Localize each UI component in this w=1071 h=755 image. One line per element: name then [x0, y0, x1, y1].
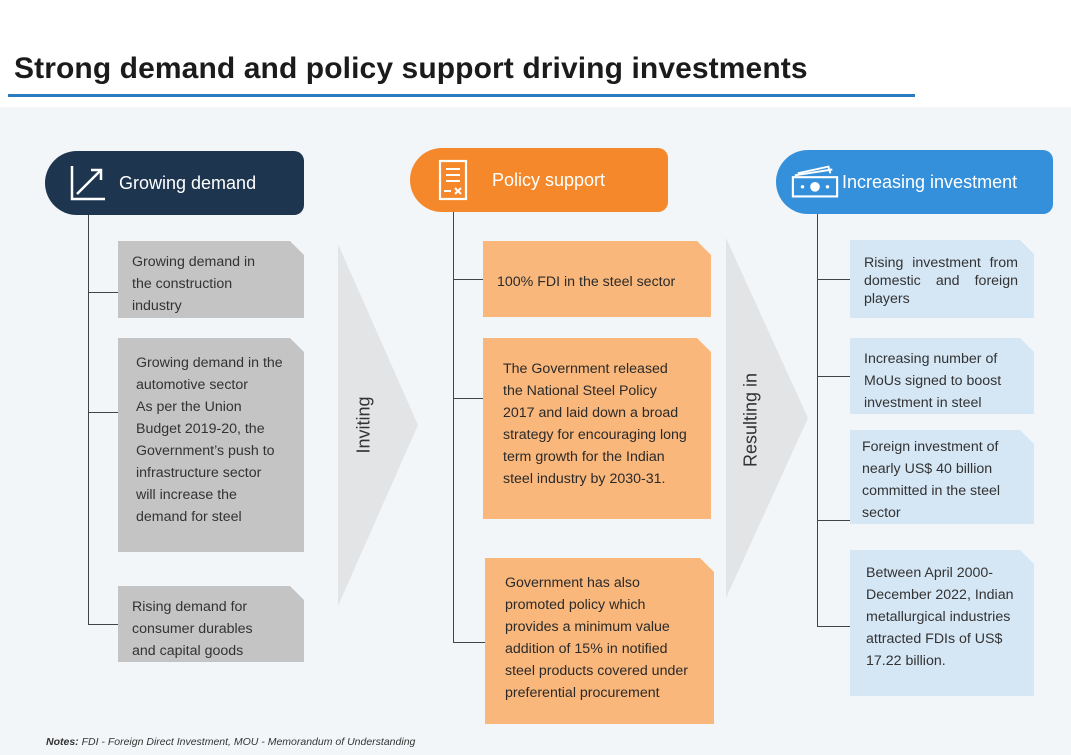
title-band	[0, 0, 915, 96]
connector-resulting-in-label: Resulting in	[740, 372, 761, 468]
demand-item-text: Growing demand in the automotive sector	[136, 355, 283, 393]
investment-item-rising: Rising investment from domestic and fore…	[850, 240, 1034, 318]
column2-branch	[453, 279, 483, 280]
policy-item-fdi: 100% FDI in the steel sector	[483, 241, 711, 317]
investment-item-fdi-17-22: Between April 2000-December 2022, Indian…	[850, 550, 1034, 696]
column2-spine	[453, 212, 454, 642]
footnote: Notes: FDI - Foreign Direct Investment, …	[46, 736, 415, 748]
title-underline	[8, 94, 915, 97]
column1-spine	[88, 214, 89, 624]
column3-spine	[817, 214, 818, 626]
column2-branch	[453, 398, 483, 399]
column3-branch	[817, 376, 850, 377]
header-label: Increasing investment	[842, 171, 1018, 192]
demand-item-consumer-durables: Rising demand for consumer durables and …	[118, 586, 304, 662]
header-label: Growing demand	[119, 172, 257, 193]
trend-up-icon	[63, 164, 113, 202]
footnote-text: FDI - Foreign Direct Investment, MOU - M…	[81, 736, 416, 748]
investment-item-text: Rising investment from domestic and fore…	[864, 255, 1018, 307]
connector-inviting-label: Inviting	[353, 396, 374, 454]
footnote-label: Notes:	[46, 736, 79, 748]
investment-item-mous: Increasing number of MoUs signed to boos…	[850, 338, 1034, 414]
investment-item-us40-billion: Foreign investment of nearly US$ 40 bill…	[850, 430, 1034, 524]
demand-item-automotive: Growing demand in the automotive sector …	[118, 338, 304, 552]
demand-item-construction: Growing demand in the construction indus…	[118, 241, 304, 318]
column1-branch	[88, 292, 118, 293]
policy-item-national-steel-policy: The Government released the National Ste…	[483, 338, 711, 519]
header-growing-demand: Growing demand	[45, 151, 304, 215]
column3-branch	[817, 520, 850, 521]
header-label: Policy support	[492, 169, 606, 190]
demand-item-text: As per the Union Budget 2019-20, the Gov…	[136, 399, 275, 525]
page-title: Strong demand and policy support driving…	[14, 52, 808, 85]
column3-branch	[817, 626, 850, 627]
column3-branch	[817, 279, 850, 280]
column2-branch	[453, 642, 485, 643]
policy-item-value-addition: Government has also promoted policy whic…	[485, 558, 714, 724]
document-icon	[428, 159, 478, 201]
column1-branch	[88, 412, 118, 413]
header-policy-support: Policy support	[410, 148, 668, 212]
header-increasing-investment: Increasing investment	[776, 150, 1053, 214]
money-icon	[790, 163, 840, 201]
column1-branch	[88, 624, 118, 625]
